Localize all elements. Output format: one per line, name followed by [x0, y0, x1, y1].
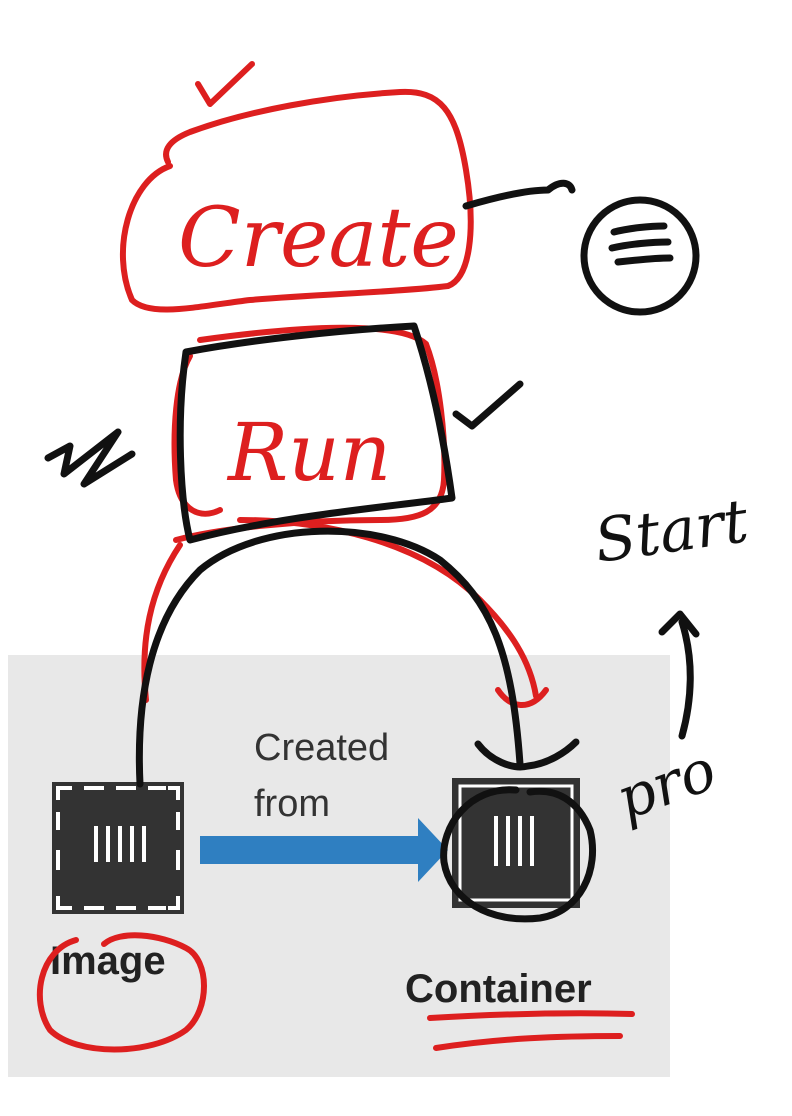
annotation-create: Create — [178, 191, 459, 286]
arrow-label-from: from — [254, 783, 330, 825]
equal-circle — [580, 196, 700, 316]
image-circle — [36, 932, 207, 1053]
red-arc-right — [237, 517, 539, 699]
container-underline-1 — [427, 1010, 635, 1021]
annotation-run: Run — [226, 406, 391, 499]
start-arrow — [678, 618, 694, 740]
image-icon — [52, 782, 184, 914]
arrow-label-created: Created — [254, 727, 390, 769]
container-underline-2 — [433, 1033, 623, 1051]
container-label: Container — [405, 967, 592, 1011]
container-circle — [440, 786, 597, 923]
check-mark-icon — [195, 61, 255, 107]
check-right-icon — [452, 380, 524, 430]
annotation-start: Start — [590, 486, 753, 577]
black-ink — [44, 179, 700, 923]
annotation-pro: pro — [608, 735, 725, 833]
image-label: Image — [50, 939, 166, 983]
squiggle-icon — [44, 428, 136, 488]
black-arc — [135, 527, 524, 788]
red-arrow-head — [495, 687, 549, 708]
create-box — [119, 88, 474, 313]
run-black-box — [176, 322, 456, 544]
created-from-arrow — [200, 818, 448, 882]
